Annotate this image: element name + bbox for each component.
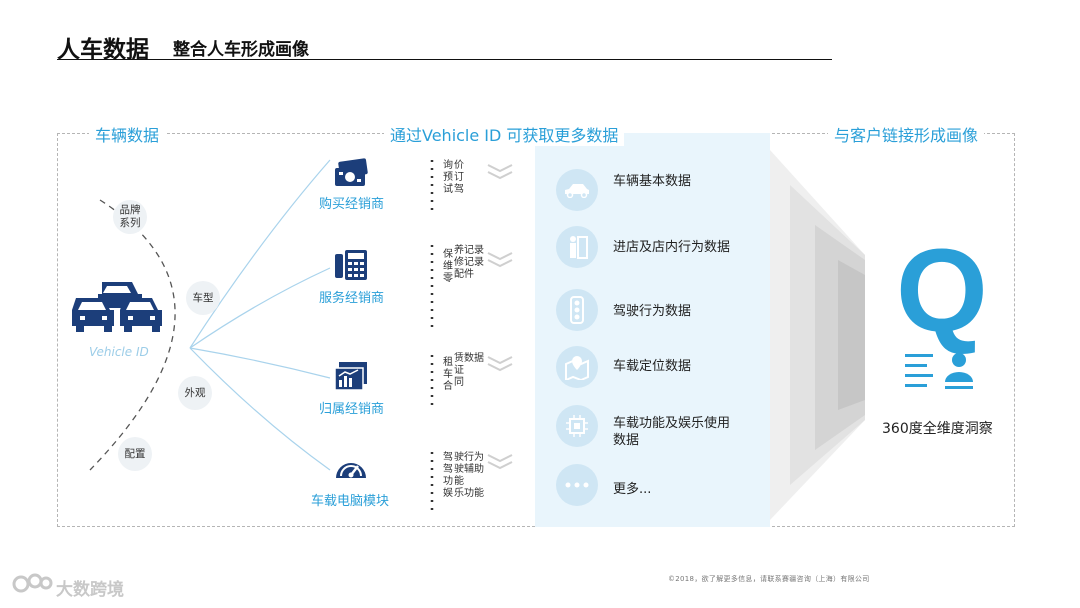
line-to-onboard-module [189,347,331,471]
attribute-configuration: 配置 [118,437,152,471]
service-details-right: 养记录 修记录 配件 [454,245,484,280]
chevron-marks [487,164,513,470]
profile-icons [905,353,973,389]
purchase-details-right: 价 订 驾 [454,160,464,195]
dealer-onboard-label: 车载电脑模块 [311,494,390,509]
title-underline [57,59,832,60]
section-label-vehicle-data: 车辆数据 [89,122,166,146]
q-insight-letter: Q [896,225,988,357]
feature-store-behavior: 进店及店内行为数据 [613,240,731,255]
page-title: 人车数据 [57,37,149,63]
home-details-left: 租 车 合 [443,357,453,392]
attribute-appearance: 外观 [178,376,212,410]
cars-icon [72,282,162,332]
line-to-service-dealer [189,267,331,349]
attribute-brand-series: 品牌 系列 [113,200,147,234]
onboard-details-right: 驶行为 驶辅助 能 乐功能 [454,452,484,499]
dealer-home-label: 归属经销商 [319,402,385,417]
feature-location-data: 车载定位数据 [613,359,692,374]
vehicle-id-label: Vehicle ID [89,345,149,359]
feature-infotainment: 车载功能及娱乐使用 数据 [613,416,731,448]
page-subtitle: 整合人车形成画像 [173,40,309,60]
dealer-service-label: 服务经销商 [319,291,385,306]
brand-logo-text: 大数跨境 [56,580,124,600]
store-visit-icon [556,226,598,268]
funnel-graphic [770,150,865,520]
dealer-purchase-label: 购买经销商 [319,197,385,212]
dealer-fan-lines [189,159,331,471]
calculator-icon [335,250,367,280]
purchase-details-left: 询 预 试 [443,160,453,195]
chart-card-icon [334,362,367,391]
service-details-left: 保 维 零 [443,249,453,284]
insight-label: 360度全维度洞察 [882,421,993,437]
speedometer-icon [336,463,366,478]
map-pin-icon [556,346,598,388]
feature-basic-data: 车辆基本数据 [613,174,692,189]
home-details-right: 赁数据 证 同 [454,353,484,388]
traffic-light-icon [556,289,598,331]
feature-more: 更多... [613,482,652,497]
footer-copyright: ©2018，欲了解更多信息，请联系賽疆咨询（上海）有限公司 [668,575,870,583]
line-to-purchase-dealer [189,159,331,349]
chip-icon [556,405,598,447]
more-dots-icon [556,464,598,506]
brand-logo-icon [12,573,53,593]
section-label-vehicle-id: 通过Vehicle ID 可获取更多数据 [384,122,625,146]
section-label-customer-link: 与客户链接形成画像 [828,122,985,146]
car-icon [556,169,598,211]
line-to-home-dealer [189,347,331,379]
onboard-details-left: 驾 驾 功 娱 [443,452,453,499]
attribute-model: 车型 [186,281,220,315]
feature-driving-behavior: 驾驶行为数据 [613,304,692,319]
cash-icon [335,158,368,186]
